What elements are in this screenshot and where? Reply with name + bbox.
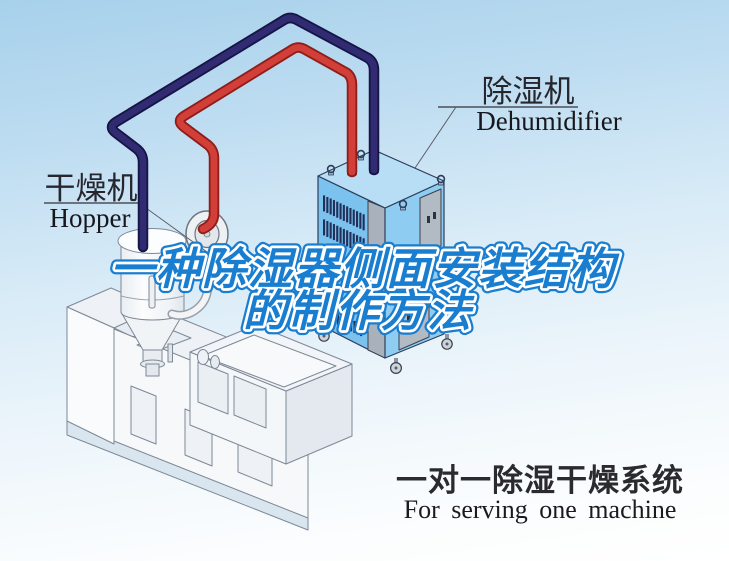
vent-slat bbox=[362, 214, 365, 231]
vent-slat bbox=[336, 225, 339, 242]
door-handle bbox=[427, 216, 430, 223]
caster-wheel bbox=[390, 358, 403, 375]
molding-machine bbox=[66, 287, 353, 531]
title-line1: 一种除湿器侧面安装结构 bbox=[110, 245, 620, 294]
system-caption: 一对一除湿干燥系统 For serving one machine bbox=[396, 463, 684, 524]
cabinet-front bbox=[66, 306, 115, 445]
caption-zh: 一对一除湿干燥系统 bbox=[396, 463, 684, 498]
hopper-dryer bbox=[117, 210, 229, 377]
door-handle bbox=[414, 311, 417, 318]
eye-bolt bbox=[326, 164, 336, 176]
vent-slat bbox=[346, 206, 349, 223]
vent-slat bbox=[343, 316, 346, 329]
hopper-lid bbox=[117, 228, 187, 254]
dehumidifier-leader-line bbox=[410, 106, 457, 175]
vent-slat bbox=[359, 236, 362, 253]
vent-slat bbox=[332, 200, 335, 217]
vent-slat bbox=[332, 224, 335, 241]
vent-slat bbox=[346, 230, 349, 247]
vent-slat bbox=[356, 322, 359, 335]
hopper-stand-leg bbox=[167, 343, 173, 363]
vent-slat bbox=[333, 311, 336, 324]
title-line1-halo: 一种除湿器侧面安装结构 bbox=[110, 245, 620, 294]
vent-slat bbox=[336, 313, 339, 325]
vent-slat bbox=[340, 314, 343, 327]
door-handle bbox=[407, 315, 410, 322]
vent-slat bbox=[352, 209, 355, 226]
return-pipe bbox=[108, 14, 378, 251]
dehumidifier-label-en: Dehumidifier bbox=[476, 106, 621, 136]
dehumidifier-unit bbox=[317, 149, 453, 375]
vent-slat bbox=[330, 309, 333, 322]
vent-slat bbox=[346, 317, 349, 330]
return-air-pipe bbox=[106, 12, 380, 253]
eye-bolts bbox=[326, 149, 446, 211]
hopper-label-zh: 干燥机 bbox=[45, 171, 138, 206]
eye-bolt bbox=[398, 199, 408, 211]
vent-slat bbox=[339, 203, 342, 220]
hot-air-pipe bbox=[174, 42, 358, 235]
vent-slat bbox=[342, 204, 345, 221]
eye-bolt bbox=[436, 174, 446, 186]
hot-pipe bbox=[176, 44, 356, 233]
caster-wheel bbox=[441, 334, 453, 350]
vent-bands bbox=[323, 195, 365, 337]
hopper-leader-line bbox=[138, 202, 208, 253]
hopper-mount-block bbox=[145, 363, 160, 377]
vent-slat bbox=[329, 198, 332, 215]
vent-slat bbox=[359, 212, 362, 229]
clamp-window-2 bbox=[233, 375, 267, 429]
title-line2: 的制作方法 bbox=[243, 287, 475, 336]
eye-bolt bbox=[356, 149, 366, 161]
barrel-ring-2 bbox=[210, 355, 220, 369]
title-line2-halo: 的制作方法 bbox=[243, 287, 475, 336]
clamp-window-1 bbox=[197, 361, 229, 415]
vent-slat bbox=[353, 320, 356, 333]
title-line2-stroke: 的制作方法 bbox=[243, 287, 475, 336]
vent-slat bbox=[362, 238, 365, 255]
vent-slat bbox=[326, 221, 329, 237]
service-door-upper bbox=[419, 188, 442, 257]
vent-slat bbox=[336, 201, 339, 218]
vent-slat bbox=[349, 208, 352, 224]
front-door-1 bbox=[130, 385, 157, 445]
down-duct bbox=[169, 253, 211, 319]
caster-wheel bbox=[318, 326, 330, 342]
vent-slat bbox=[342, 228, 345, 245]
vent-slat bbox=[352, 233, 355, 250]
hopper-sight-glass bbox=[148, 275, 156, 309]
caption-en: For serving one machine bbox=[404, 495, 677, 524]
vent-slat bbox=[339, 227, 342, 244]
vent-slat bbox=[350, 319, 353, 332]
hopper-label-en: Hopper bbox=[50, 203, 131, 233]
barrel-ring-1 bbox=[197, 349, 209, 365]
dehumidifier-label-zh: 除湿机 bbox=[482, 74, 575, 109]
dehumidifier-label: 除湿机 Dehumidifier bbox=[410, 74, 622, 175]
vent-slat bbox=[323, 219, 326, 236]
vent-slat bbox=[356, 235, 359, 252]
vent-slat bbox=[356, 211, 359, 228]
vent-slat bbox=[360, 324, 363, 337]
clamp-top-frame bbox=[201, 334, 337, 388]
vent-slat bbox=[349, 232, 352, 248]
hopper-label: 干燥机 Hopper bbox=[44, 171, 208, 253]
title-line1-stroke: 一种除湿器侧面安装结构 bbox=[110, 245, 620, 294]
casters bbox=[318, 326, 453, 375]
vent-slat bbox=[323, 195, 326, 212]
vent-slat bbox=[329, 222, 332, 239]
title-overlay: 一种除湿器侧面安装结构 的制作方法 一种除湿器侧面安装结构 的制作方法 一种除湿… bbox=[105, 240, 623, 341]
vent-slat bbox=[326, 197, 329, 213]
service-door-lower bbox=[398, 292, 430, 351]
door-handle bbox=[433, 212, 436, 219]
vent-slat bbox=[327, 308, 330, 321]
